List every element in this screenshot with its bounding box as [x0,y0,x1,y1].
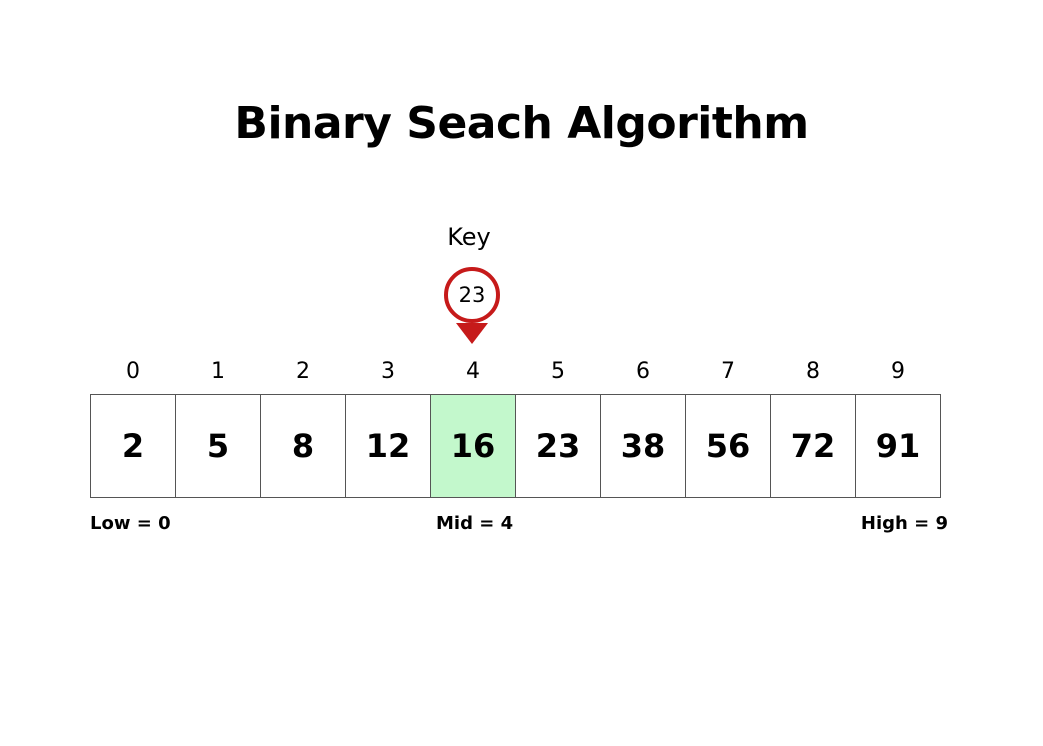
array-cell: 23 [515,394,601,498]
key-value: 23 [458,283,486,307]
key-label: Key [447,223,491,251]
array-cell: 2 [90,394,176,498]
array-index-label: 7 [721,359,735,384]
array-cell: 91 [855,394,941,498]
array-index-label: 5 [551,359,565,384]
array-index-label: 1 [211,359,225,384]
array-index-label: 9 [891,359,905,384]
array-index-label: 4 [466,359,480,384]
diagram-title: Binary Seach Algorithm [234,98,809,149]
array-index-label: 3 [381,359,395,384]
mid-pointer-label: Mid = 4 [436,513,514,534]
array-cell: 72 [770,394,856,498]
array-index-label: 8 [806,359,820,384]
key-marker-pin-icon [444,267,500,344]
array-index-label: 6 [636,359,650,384]
high-pointer-label: High = 9 [860,513,948,534]
array-cell-mid: 16 [430,394,516,498]
array-index-label: 0 [126,359,140,384]
array-cell: 38 [600,394,686,498]
array-cell: 12 [345,394,431,498]
array-cell: 8 [260,394,346,498]
array-cell: 56 [685,394,771,498]
array-index-label: 2 [296,359,310,384]
low-pointer-label: Low = 0 [90,513,171,534]
array-cell: 5 [175,394,261,498]
